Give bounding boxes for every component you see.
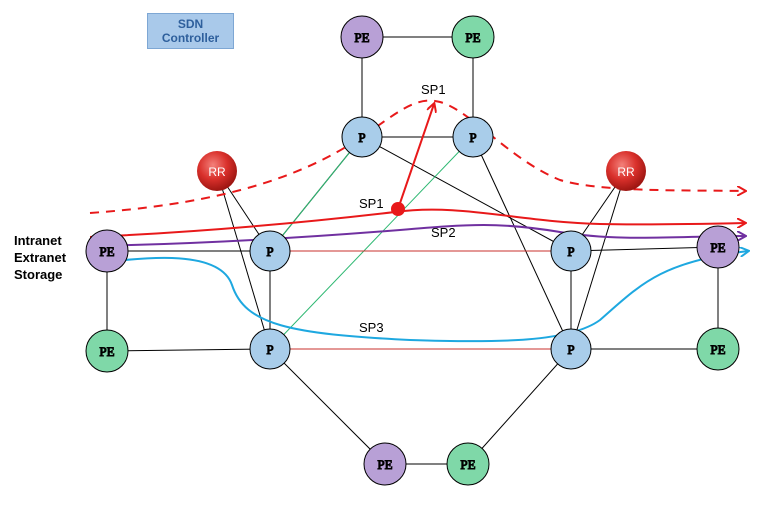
- svg-text:PE: PE: [377, 457, 392, 472]
- pe-node-bottom-right: PE: [446, 442, 490, 486]
- pe-node-bottom-left: PE: [363, 442, 407, 486]
- p-node-mid-right: P: [550, 230, 592, 272]
- link-p-mid-right-pe-right: [570, 246, 719, 252]
- svg-text:RR: RR: [208, 165, 226, 179]
- svg-text:P: P: [567, 342, 574, 357]
- service-label-storage: Storage: [14, 267, 62, 282]
- pe-node-top-left: PE: [340, 15, 384, 59]
- p-node-mid-left: P: [249, 230, 291, 272]
- svg-text:PE: PE: [354, 30, 369, 45]
- svg-text:PE: PE: [710, 240, 725, 255]
- svg-text:P: P: [266, 342, 273, 357]
- svg-text:PE: PE: [460, 457, 475, 472]
- p-node-bottom-left: P: [249, 328, 291, 370]
- svg-text:PE: PE: [99, 244, 114, 259]
- green-link-p-top-left-p-mid-left: [269, 136, 363, 252]
- sp1-top-label: SP1: [421, 82, 446, 97]
- pe-node-right: PE: [696, 225, 740, 269]
- p-node-top-right: P: [452, 116, 494, 158]
- link-p-bottom-right-pe-bottom-right: [467, 348, 572, 465]
- svg-text:P: P: [469, 130, 476, 145]
- pe-node-left: PE: [85, 229, 129, 273]
- svg-text:P: P: [567, 244, 574, 259]
- link-rr-left-p-bottom-left: [216, 170, 271, 350]
- p-node-bottom-right: P: [550, 328, 592, 370]
- link-p-top-right-p-bottom-right: [472, 136, 572, 350]
- p-node-top-left: P: [341, 116, 383, 158]
- rr-node-left: RR: [197, 151, 237, 191]
- controller-label-line2: Controller: [161, 31, 220, 45]
- svg-text:PE: PE: [465, 30, 480, 45]
- link-p-bottom-left-pe-bottom-left: [269, 348, 386, 465]
- pe-node-right-bottom: PE: [696, 327, 740, 371]
- sp1-controller-arrow: [397, 104, 434, 210]
- green-links: [269, 136, 474, 350]
- sdn-controller-box: SDN Controller: [147, 13, 234, 49]
- sp2-path: [89, 224, 745, 247]
- rr-node-right: RR: [606, 151, 646, 191]
- controller-label-line1: SDN: [177, 17, 204, 31]
- svg-text:P: P: [358, 130, 365, 145]
- service-label-extranet: Extranet: [14, 250, 67, 265]
- svg-text:PE: PE: [99, 344, 114, 359]
- link-rr-right-p-bottom-right: [570, 170, 627, 350]
- link-pe-left-bottom-p-bottom-left: [106, 348, 271, 352]
- sp1-label: SP1: [359, 196, 384, 211]
- green-link-p-top-right-p-bottom-left: [269, 136, 474, 350]
- svg-text:PE: PE: [710, 342, 725, 357]
- sp1-controller-point: [391, 202, 405, 216]
- sp2-label: SP2: [431, 225, 456, 240]
- sp1-path: [89, 208, 745, 238]
- link-p-top-left-p-mid-right: [361, 136, 572, 252]
- sp1-dashed-path: [89, 99, 745, 214]
- svg-text:RR: RR: [617, 165, 635, 179]
- service-label-intranet: Intranet: [14, 233, 62, 248]
- red-links: [270, 250, 571, 350]
- sp3-path: [89, 251, 748, 343]
- pe-node-top-right: PE: [451, 15, 495, 59]
- svg-text:P: P: [266, 244, 273, 259]
- pe-node-left-bottom: PE: [85, 329, 129, 373]
- sp3-label: SP3: [359, 320, 384, 335]
